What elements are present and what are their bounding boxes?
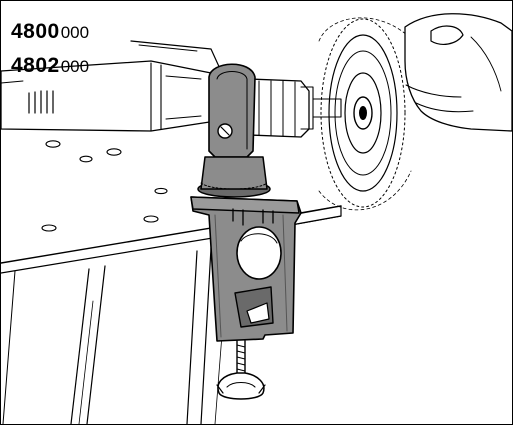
grinder-spindle	[248, 78, 342, 138]
product-code-suffix: 000	[60, 23, 90, 42]
vice-clamp	[190, 63, 302, 342]
clamp-screw	[216, 340, 266, 400]
grinding-disc	[318, 17, 422, 211]
hand-icon	[404, 13, 512, 132]
product-code-suffix: 000	[60, 57, 90, 76]
product-code-bold: 4802	[11, 54, 60, 77]
product-code-bold: 4800	[11, 20, 60, 43]
